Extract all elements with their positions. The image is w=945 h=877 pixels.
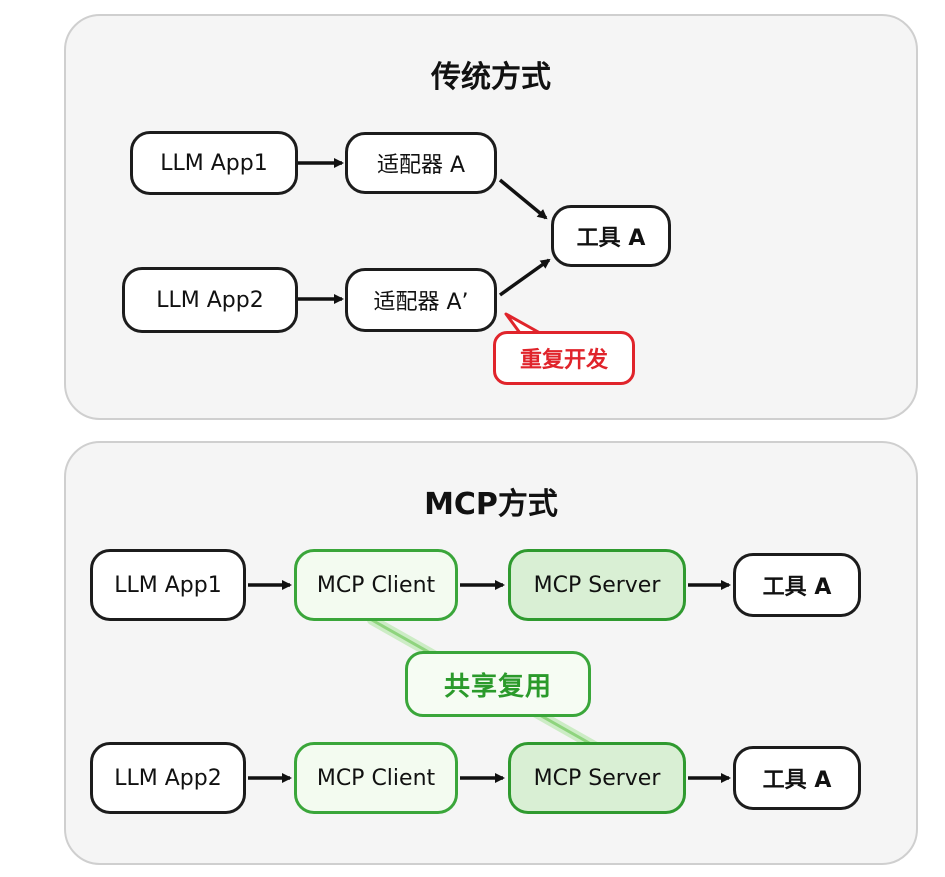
trad-adapter2-node: 适配器 A’ [345, 268, 497, 332]
repeat-dev-note: 重复开发 [493, 331, 635, 385]
arrow-adapter2-tool [498, 258, 551, 297]
arrow-adapter1-tool [498, 178, 548, 220]
mcp-r1-server-node: MCP Server [508, 549, 686, 621]
mcp-r1-client-node: MCP Client [294, 549, 458, 621]
mcp-r2-server-node: MCP Server [508, 742, 686, 814]
trad-app2-node: LLM App2 [122, 267, 298, 333]
mcp-r1-app-node: LLM App1 [90, 549, 246, 621]
trad-app1-node: LLM App1 [130, 131, 298, 195]
mcp-r2-client-node: MCP Client [294, 742, 458, 814]
trad-adapter1-node: 适配器 A [345, 132, 497, 194]
mcp-r2-tool-node: 工具 A [733, 746, 861, 810]
traditional-title: 传统方式 [431, 60, 551, 95]
traditional-panel: 传统方式 [64, 14, 918, 420]
trad-tool-node: 工具 A [551, 205, 671, 267]
mcp-title: MCP方式 [424, 487, 558, 522]
mcp-r1-tool-node: 工具 A [733, 553, 861, 617]
mcp-r2-app-node: LLM App2 [90, 742, 246, 814]
shared-reuse-note: 共享复用 [405, 651, 591, 717]
